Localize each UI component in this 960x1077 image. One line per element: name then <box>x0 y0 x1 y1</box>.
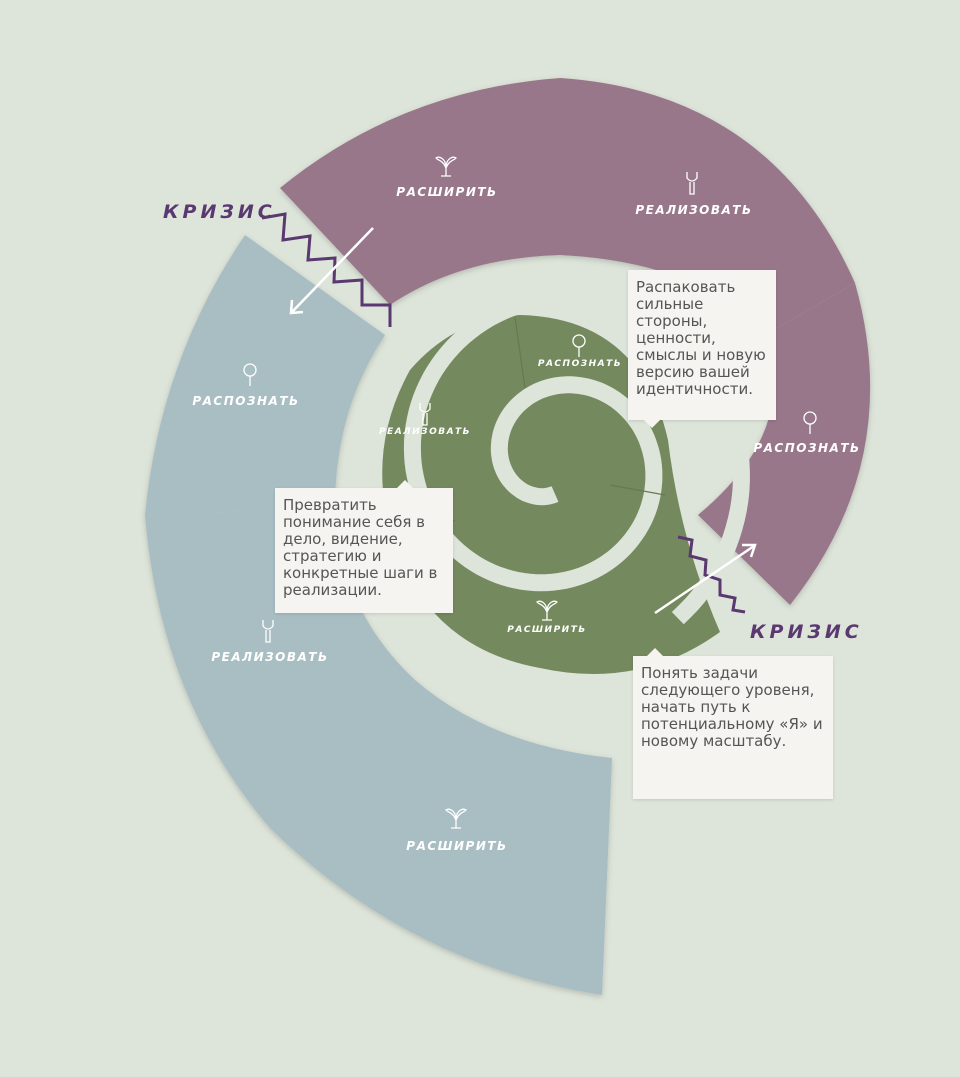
callout-pointer <box>397 480 413 488</box>
callout-text: Понять задачи следующего уровеня, начать… <box>641 664 823 750</box>
outer-segment-realizovat[interactable] <box>560 78 855 335</box>
crisis-label-top: КРИЗИС <box>163 201 276 223</box>
callout-recognize: Распаковать сильные стороны, ценности, с… <box>628 270 776 428</box>
inner-label-realizovat: РЕАЛИЗОВАТЬ <box>379 427 471 437</box>
transition-arrow-top <box>289 227 374 315</box>
inner-label-raspoznat: РАСПОЗНАТЬ <box>538 359 622 369</box>
callout-pointer <box>644 420 660 428</box>
callout-text: Распаковать сильные стороны, ценности, с… <box>636 278 766 398</box>
callout-pointer <box>647 648 663 656</box>
crisis-zigzag-bottom <box>677 535 746 614</box>
middle-segment-rasshirit[interactable] <box>270 680 612 995</box>
crisis-zigzag-top <box>261 212 392 327</box>
middle-label-raspoznat: РАСПОЗНАТЬ <box>192 394 299 408</box>
middle-label-rasshirit: РАСШИРИТЬ <box>406 839 507 853</box>
callout-expand: Понять задачи следующего уровеня, начать… <box>633 648 833 799</box>
outer-label-rasshirit: РАСШИРИТЬ <box>396 185 497 199</box>
crisis-label-bottom: КРИЗИС <box>750 621 863 643</box>
outer-segment-rasshirit[interactable] <box>280 78 560 305</box>
inner-label-rasshirit: РАСШИРИТЬ <box>507 625 586 635</box>
middle-segment-raspoznat[interactable] <box>145 235 385 515</box>
callout-realize: Превратить понимание себя в дело, видени… <box>275 480 453 613</box>
transition-arrow-bottom <box>654 543 757 615</box>
middle-label-realizovat: РЕАЛИЗОВАТЬ <box>211 650 328 664</box>
callout-text: Превратить понимание себя в дело, видени… <box>283 496 438 599</box>
outer-ring <box>280 78 871 605</box>
outer-label-realizovat: РЕАЛИЗОВАТЬ <box>635 203 752 217</box>
outer-label-raspoznat: РАСПОЗНАТЬ <box>753 441 860 455</box>
